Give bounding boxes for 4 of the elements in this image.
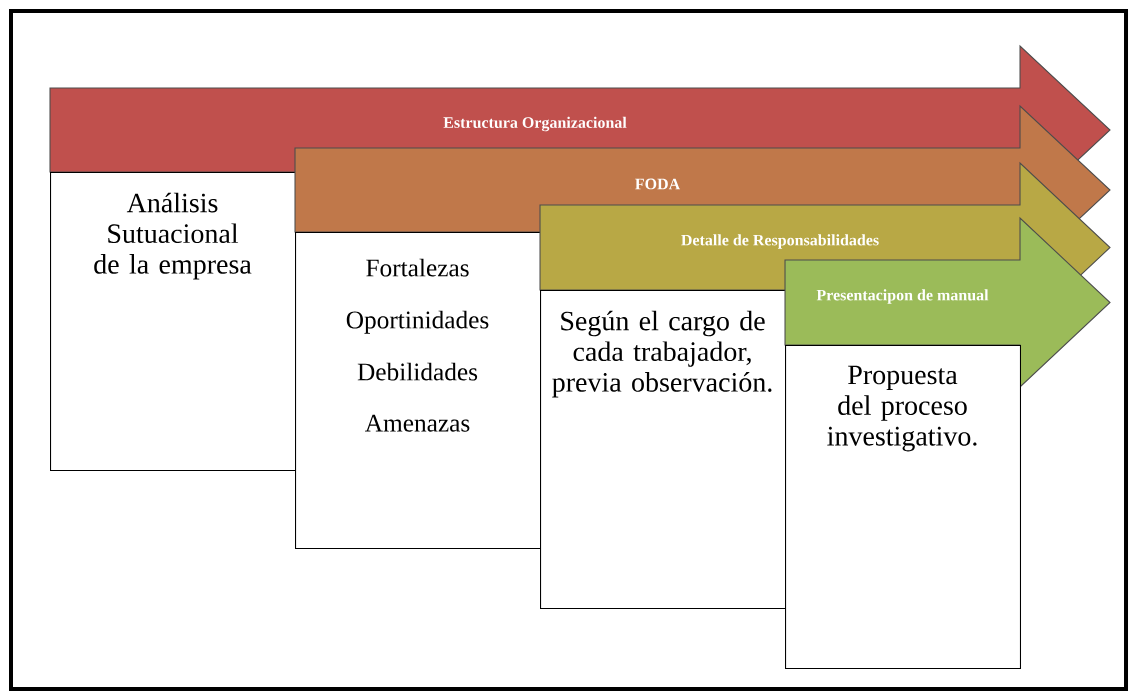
text-box: Análisis Sutuacional de la empresa [50, 172, 297, 472]
text-box: Fortalezas Oportinidades Debilidades Amenazas [295, 232, 542, 550]
text-box: Según el cargo de cada trabajador, previa observación. [540, 290, 787, 610]
text-box: Propuesta del proceso investigativo. [785, 345, 1021, 669]
